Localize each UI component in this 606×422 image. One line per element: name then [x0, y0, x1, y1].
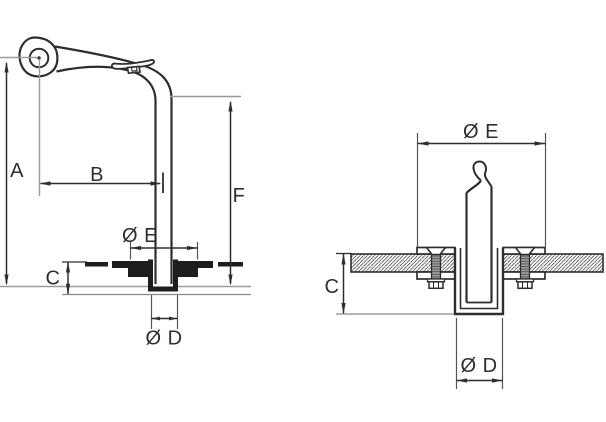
front-view: Ø E C Ø D — [325, 121, 604, 389]
dim-c-front-label: C — [325, 276, 340, 298]
cleat — [111, 59, 155, 75]
dim-c-side-label: C — [46, 268, 61, 290]
dim-b-label: B — [90, 164, 104, 186]
post-tube — [465, 160, 493, 304]
side-view: A B C Ø E — [0, 36, 251, 350]
bolt-left — [424, 246, 448, 290]
dim-f-label: F — [233, 185, 246, 207]
socket-cup-outer — [453, 248, 505, 316]
davit-arm-inner-edge — [56, 65, 157, 284]
dim-e-front-label: Ø E — [463, 121, 499, 143]
dim-e-side — [129, 242, 199, 260]
dim-b — [39, 172, 164, 193]
dim-f — [228, 100, 233, 286]
dim-e-side-label: Ø E — [122, 225, 158, 247]
bolt-right — [513, 246, 537, 290]
deck-plate-right — [502, 253, 604, 273]
dim-d-side — [150, 295, 179, 329]
dim-e-front — [416, 133, 547, 247]
socket-cup-inner — [459, 248, 499, 310]
sheave-axle-dot — [37, 56, 41, 60]
break-loop — [472, 160, 493, 188]
dim-d-front-label: Ø D — [460, 355, 497, 377]
dim-a-label: A — [10, 160, 24, 182]
socket-cup-section — [148, 259, 178, 292]
dim-d-front — [455, 318, 504, 389]
dim-c-side — [62, 261, 87, 295]
dim-c-front — [336, 252, 454, 315]
dim-d-side-label: Ø D — [145, 328, 182, 350]
break-curve — [465, 179, 482, 194]
dim-a — [4, 61, 9, 286]
